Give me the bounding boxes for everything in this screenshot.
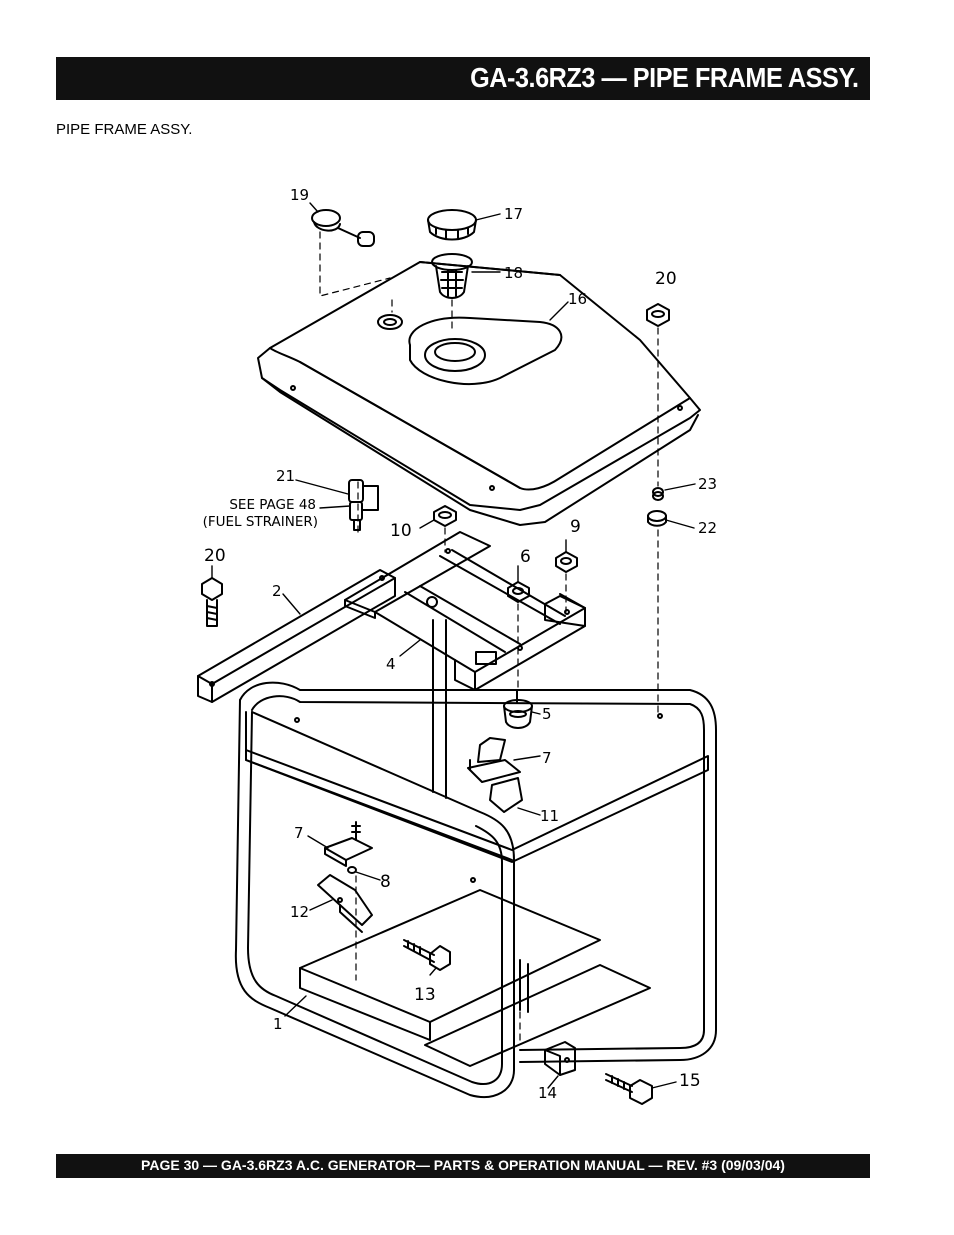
fuel-cock bbox=[348, 479, 379, 531]
callout-16: 16 bbox=[568, 290, 587, 308]
fuel-cap bbox=[427, 209, 477, 241]
callout-11: 11 bbox=[540, 807, 559, 825]
callout-17: 17 bbox=[504, 205, 523, 223]
engine-mount-bracket bbox=[344, 531, 586, 691]
callout-7-lower: 7 bbox=[294, 824, 304, 842]
fuel-gauge bbox=[311, 209, 375, 247]
callout-23: 23 bbox=[698, 475, 717, 493]
nut-9 bbox=[555, 551, 578, 573]
nut-20-top bbox=[646, 303, 670, 327]
bolt-20 bbox=[201, 577, 223, 627]
callout-5: 5 bbox=[542, 705, 552, 723]
leader-lines bbox=[211, 202, 696, 1089]
footer-bar: PAGE 30 — GA-3.6RZ3 A.C. GENERATOR— PART… bbox=[56, 1154, 870, 1178]
fuel-strainer-note: SEE PAGE 48 (FUEL STRAINER) bbox=[203, 497, 318, 530]
callout-2: 2 bbox=[272, 582, 282, 600]
bolt-13 bbox=[403, 939, 451, 971]
note-fuel-strainer: (FUEL STRAINER) bbox=[203, 514, 318, 530]
rear-mount-bracket bbox=[467, 737, 523, 813]
callout-21: 21 bbox=[276, 467, 295, 485]
callout-22: 22 bbox=[698, 519, 717, 537]
page-title: GA-3.6RZ3 — PIPE FRAME ASSY. bbox=[469, 62, 859, 93]
bracket-14 bbox=[544, 1041, 576, 1076]
section-subtitle: PIPE FRAME ASSY. bbox=[56, 121, 193, 138]
washer-23 bbox=[652, 487, 664, 501]
front-mount bbox=[324, 821, 373, 874]
callout-20-top: 20 bbox=[655, 269, 677, 289]
bracket-12 bbox=[317, 874, 373, 933]
callout-14: 14 bbox=[538, 1084, 557, 1102]
callout-20-left: 20 bbox=[204, 546, 226, 566]
callout-18: 18 bbox=[504, 264, 523, 282]
callout-13: 13 bbox=[414, 985, 436, 1005]
title-bar: GA-3.6RZ3 — PIPE FRAME ASSY. bbox=[56, 57, 870, 100]
callout-19: 19 bbox=[290, 186, 309, 204]
frame-rail bbox=[197, 569, 396, 703]
fuel-tank bbox=[257, 261, 701, 526]
fuel-filter-basket bbox=[431, 253, 473, 299]
assembly-centerlines bbox=[319, 231, 659, 1041]
callout-labels: 19 17 18 16 20 23 22 21 10 9 6 20 2 4 5 … bbox=[204, 186, 717, 1102]
vibration-mount-5 bbox=[503, 689, 533, 729]
callout-8: 8 bbox=[380, 872, 391, 892]
washer-22 bbox=[647, 510, 667, 527]
pipe-frame bbox=[234, 619, 717, 1098]
callout-12: 12 bbox=[290, 903, 309, 921]
callout-15: 15 bbox=[679, 1071, 701, 1091]
callout-1: 1 bbox=[273, 1015, 283, 1033]
nut-10 bbox=[433, 505, 457, 527]
footer-text: PAGE 30 — GA-3.6RZ3 A.C. GENERATOR— PART… bbox=[141, 1157, 785, 1173]
bolt-15 bbox=[605, 1073, 653, 1105]
callout-9: 9 bbox=[570, 517, 581, 537]
callout-10: 10 bbox=[390, 521, 412, 541]
note-see-page: SEE PAGE 48 bbox=[229, 497, 316, 513]
callout-7-upper: 7 bbox=[542, 749, 552, 767]
callout-6: 6 bbox=[520, 547, 531, 567]
callout-4: 4 bbox=[386, 655, 396, 673]
